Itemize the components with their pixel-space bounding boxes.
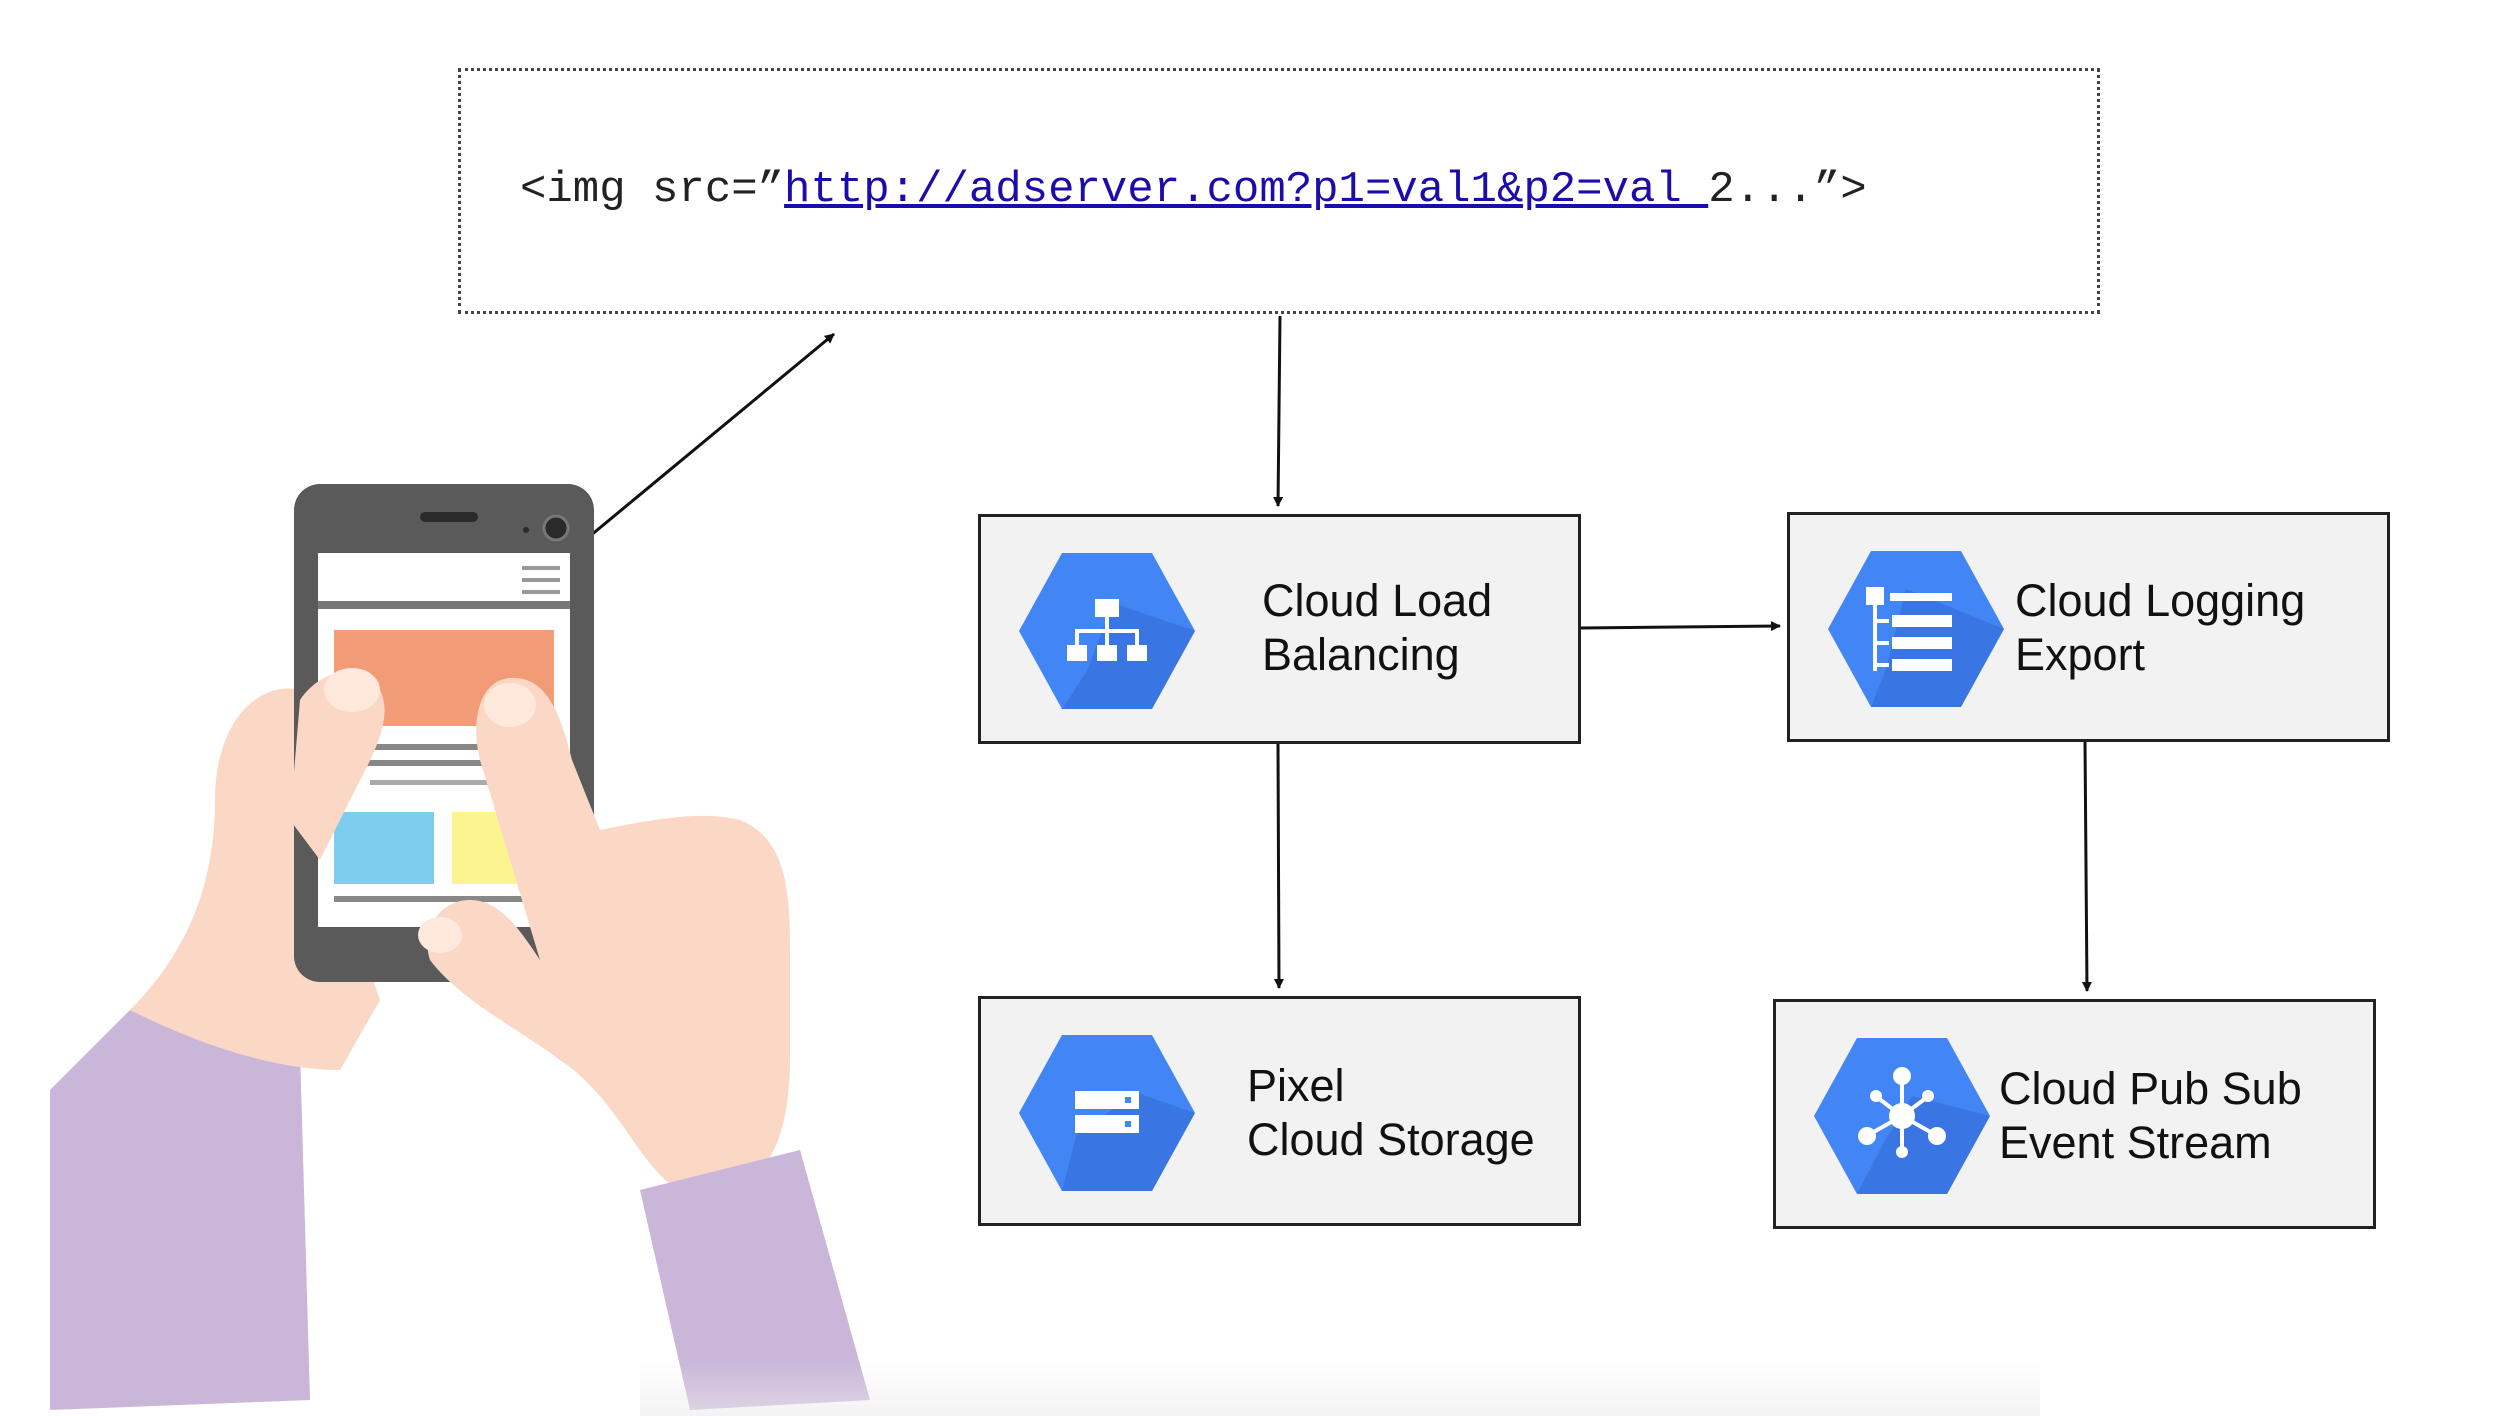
node-pixel-cloud-storage: Pixel Cloud Storage xyxy=(978,996,1581,1226)
arrow-loadbalancing-to-logging xyxy=(1580,621,1781,632)
snippet-prefix: <img src=” xyxy=(520,165,785,215)
arrow-logging-to-pubsub xyxy=(2081,741,2092,992)
code-snippet: <img src=”http://adserver.com?p1=val1&p2… xyxy=(520,165,1867,215)
code-snippet-box xyxy=(458,68,2100,314)
pubsub-label-line1: Cloud Pub Sub xyxy=(1999,1063,2302,1114)
load-balancing-icon xyxy=(1019,553,1195,709)
load-balancing-label-line2: Balancing xyxy=(1262,629,1460,680)
logging-icon xyxy=(1828,551,2004,707)
node-cloud-logging-export: Cloud Logging Export xyxy=(1787,512,2390,742)
logging-label-line1: Cloud Logging xyxy=(2015,575,2306,626)
storage-label-line2: Cloud Storage xyxy=(1247,1114,1535,1165)
logging-label-line2: Export xyxy=(2015,629,2146,680)
node-cloud-pubsub: Cloud Pub Sub Event Stream xyxy=(1773,999,2376,1229)
snippet-link[interactable]: http://adserver.com?p1=val1&p2=val xyxy=(784,165,1709,215)
load-balancing-label-line1: Cloud Load xyxy=(1262,575,1493,626)
storage-label-line1: Pixel xyxy=(1247,1060,1345,1111)
pubsub-label-line2: Event Stream xyxy=(1999,1117,2272,1168)
pubsub-icon xyxy=(1814,1038,1990,1194)
arrow-loadbalancing-to-storage xyxy=(1273,743,1284,989)
storage-icon xyxy=(1019,1035,1195,1191)
arrow-snippet-to-loadbalancing xyxy=(1273,315,1284,507)
bottom-shadow xyxy=(640,1360,2040,1416)
snippet-suffix: 2...”> xyxy=(1708,165,1867,215)
node-cloud-load-balancing: Cloud Load Balancing xyxy=(978,514,1581,744)
